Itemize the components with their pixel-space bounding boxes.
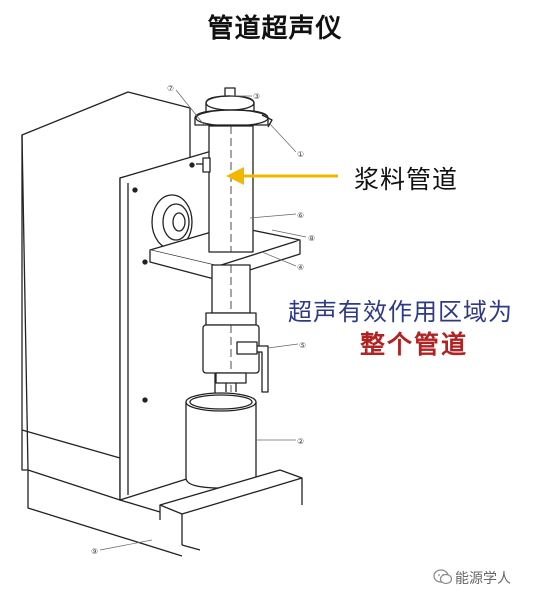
slurry-pipe-label: 浆料管道 — [354, 165, 459, 194]
callout-5: ⑤ — [299, 341, 306, 350]
callout-8: ⑧ — [308, 234, 315, 243]
callout-4: ④ — [297, 263, 304, 272]
transducer-column — [202, 264, 260, 392]
outlet-pipe — [236, 341, 269, 393]
wechat-logo-icon — [433, 569, 453, 585]
slurry-pipe-arrow — [226, 167, 338, 185]
callout-3: ③ — [253, 92, 260, 101]
callout-6: ⑥ — [297, 211, 304, 220]
top-cap — [194, 87, 273, 128]
slurry-pipe — [196, 125, 254, 253]
diagram-title: 管道超声仪 — [207, 14, 343, 44]
callout-leaders — [99, 89, 307, 551]
effective-zone-emphasis: 整个管道 — [360, 330, 469, 359]
base-tray — [27, 469, 303, 557]
effective-zone-label: 超声有效作用区域为 — [288, 298, 513, 326]
callout-9: ⑨ — [91, 547, 98, 556]
callout-2: ② — [297, 437, 304, 446]
callout-7: ⑦ — [167, 84, 174, 93]
watermark-text: 能源学人 — [455, 571, 511, 587]
beaker — [185, 392, 257, 489]
callout-numbers: ⑦ ③ ① ⑥ ⑧ ④ ⑤ ② ⑨ — [91, 84, 315, 556]
callout-1: ① — [297, 150, 304, 159]
